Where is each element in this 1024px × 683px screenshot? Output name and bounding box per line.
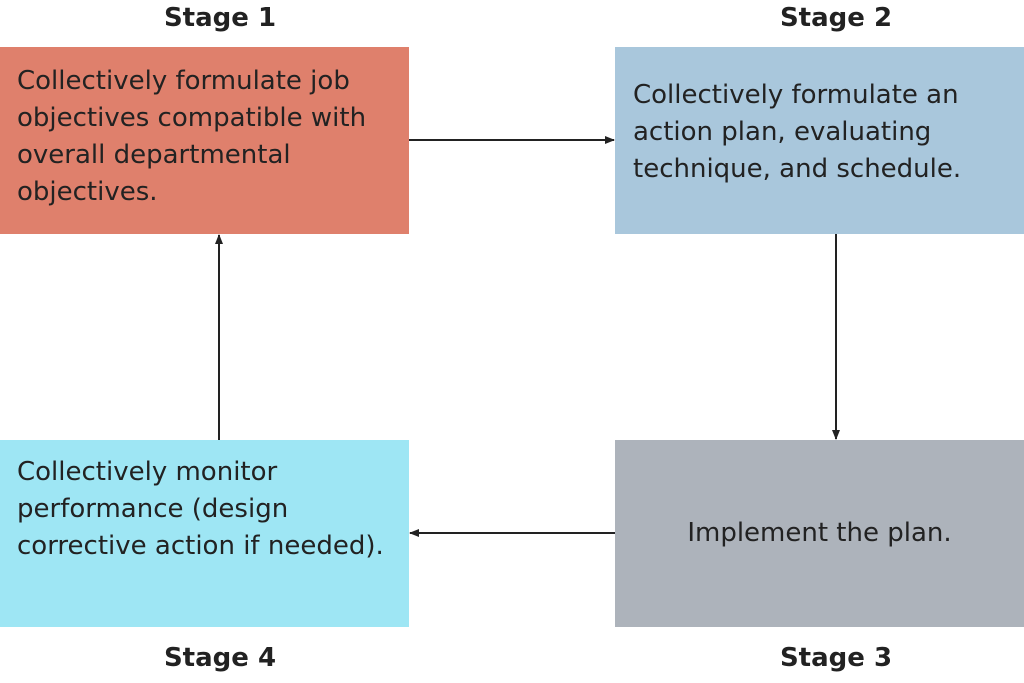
stage-2-title: Stage 2 bbox=[779, 3, 893, 33]
stage-4-text: Collectively monitor performance (design… bbox=[17, 457, 384, 561]
stage-2-text: Collectively formulate an action plan, e… bbox=[633, 80, 962, 184]
stage-1-title: Stage 1 bbox=[163, 3, 277, 33]
stage-1-box: Collectively formulate job objectives co… bbox=[0, 47, 409, 234]
stage-4-title: Stage 4 bbox=[163, 643, 277, 673]
stage-3-title: Stage 3 bbox=[779, 643, 893, 673]
stage-4-box: Collectively monitor performance (design… bbox=[0, 440, 409, 627]
stage-3-box: Implement the plan. bbox=[615, 440, 1024, 627]
stage-1-text: Collectively formulate job objectives co… bbox=[17, 66, 367, 207]
stage-2-box: Collectively formulate an action plan, e… bbox=[615, 47, 1024, 234]
stage-3-text: Implement the plan. bbox=[687, 518, 952, 548]
